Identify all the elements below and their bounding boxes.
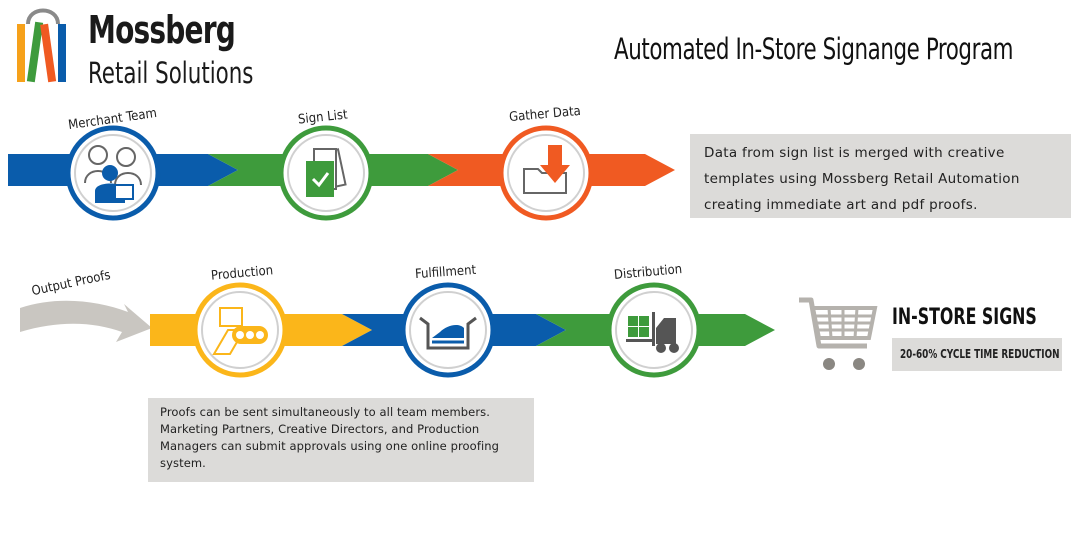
row1-note: Data from sign list is merged with creat… bbox=[690, 134, 1071, 218]
step-merchant-team bbox=[65, 125, 161, 221]
page-title: Automated In-Store Signange Program bbox=[614, 32, 1014, 66]
logo bbox=[14, 2, 72, 86]
row2-note-text: Proofs can be sent simultaneously to all… bbox=[160, 405, 500, 470]
tray-icon bbox=[400, 282, 496, 378]
step-label-production: Production bbox=[210, 263, 274, 284]
checklist-icon bbox=[278, 125, 374, 221]
production-icon bbox=[192, 282, 288, 378]
shopping-cart-icon bbox=[799, 297, 878, 370]
forklift-icon bbox=[606, 282, 702, 378]
step-gather-data bbox=[498, 125, 594, 221]
step-fulfillment bbox=[400, 282, 496, 378]
result-heading: IN-STORE SIGNS bbox=[892, 305, 1037, 330]
logo-shopping-bag-icon bbox=[17, 8, 66, 83]
brand-name: Mossberg bbox=[88, 8, 236, 52]
cart bbox=[795, 290, 881, 376]
output-proofs-arrow bbox=[20, 300, 152, 342]
result-badge-box bbox=[892, 338, 1062, 371]
step-label-distribution: Distribution bbox=[613, 262, 683, 283]
step-label-gather-data: Gather Data bbox=[508, 103, 582, 126]
result-badge: 20-60% CYCLE TIME REDUCTION bbox=[900, 347, 1060, 361]
row2-note: Proofs can be sent simultaneously to all… bbox=[148, 398, 534, 482]
team-icon bbox=[65, 125, 161, 221]
step-label-fulfillment: Fulfillment bbox=[414, 262, 477, 283]
row1-note-text: Data from sign list is merged with creat… bbox=[704, 145, 1020, 213]
folder-download-icon bbox=[498, 125, 594, 221]
brand-subtitle: Retail Solutions bbox=[88, 56, 254, 90]
step-distribution bbox=[606, 282, 702, 378]
step-production bbox=[192, 282, 288, 378]
step-sign-list bbox=[278, 125, 374, 221]
